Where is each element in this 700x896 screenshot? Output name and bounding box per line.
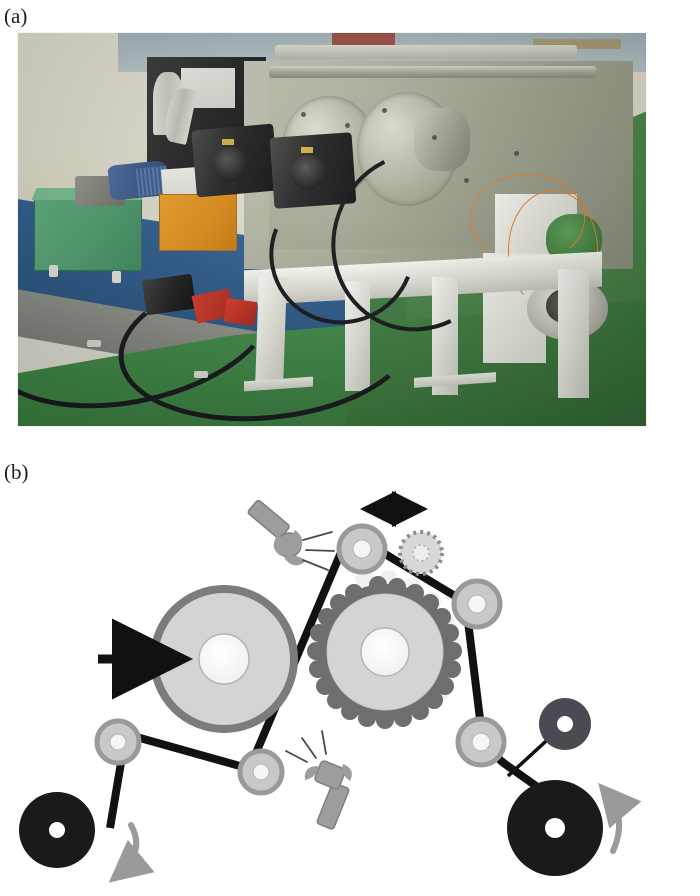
photo-caster (49, 264, 59, 277)
position-roller[interactable] (398, 530, 444, 576)
photo-bolt (300, 111, 306, 117)
photo-hose-ferrule (193, 370, 208, 378)
process-schematic-diagram: IR heater Position roller Pressure roll … (0, 466, 700, 896)
protective-vinyl-remover[interactable] (506, 698, 591, 778)
polymer-substrate-rotation-arrow (598, 782, 642, 854)
substrate-rewinder[interactable] (19, 792, 95, 868)
photo-servo-fan-1 (212, 146, 248, 183)
idler-roller-1[interactable] (94, 718, 142, 766)
pressure-roll-hub (198, 633, 250, 685)
photo-servo-nameplate (222, 139, 235, 146)
polymer-substrate-roll[interactable] (507, 780, 603, 876)
panel-a-label: (a) (4, 4, 28, 28)
substrate-rewinder-rotation-arrow (108, 822, 155, 883)
photo-linear-rail-2 (275, 44, 577, 59)
vinyl-remover-core (557, 716, 573, 732)
photo-wall-tan-strip (532, 38, 621, 49)
photo-bolt (382, 107, 388, 113)
photo-orange-wire (507, 190, 598, 311)
photo-hydraulic-tank (33, 194, 143, 271)
photo-machine-leg (558, 268, 590, 399)
machine-photograph (17, 32, 647, 427)
air-injector-rays (285, 730, 327, 763)
photo-orange-crate (159, 194, 237, 252)
pattern-roll[interactable] (307, 569, 462, 729)
pattern-roll-hub (360, 627, 410, 677)
photo-bolt (514, 150, 520, 156)
photo-bolt (344, 123, 350, 129)
panel-b-label: (b) (4, 460, 29, 484)
idler-roller-top[interactable] (336, 523, 388, 575)
photo-bolt (432, 135, 438, 141)
photo-servo-fan-2 (291, 154, 326, 191)
ir-heater[interactable] (247, 499, 335, 571)
photo-wall-red-strip (332, 33, 395, 45)
idler-roller-right-upper[interactable] (451, 578, 503, 630)
substrate-rewinder-core (49, 822, 65, 838)
photo-roll-hub (413, 107, 471, 171)
photo-hose-ferrule (87, 339, 102, 347)
position-roller-hub (412, 544, 430, 562)
photo-linear-rail (269, 66, 596, 79)
photo-bolt (463, 178, 469, 184)
photo-caster (112, 270, 122, 283)
polymer-substrate-core (545, 818, 565, 838)
air-injector[interactable] (285, 730, 352, 830)
photo-servo-nameplate (300, 146, 313, 153)
idler-roller-right-lower[interactable] (455, 716, 507, 768)
ir-heater-rays (302, 531, 335, 571)
idler-roller-2[interactable] (237, 748, 285, 796)
photo-machine-leg (344, 280, 370, 391)
